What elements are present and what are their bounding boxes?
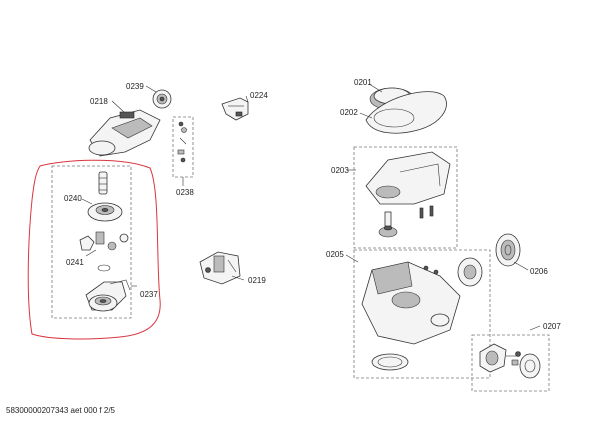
label-0219: 0219 [248,276,266,285]
part-0203-upper-housing[interactable] [365,151,451,219]
label-0202: 0202 [340,108,358,117]
leader-0202 [359,112,373,119]
label-0205: 0205 [326,250,344,259]
label-0237: 0237 [140,290,158,299]
group-0203-box [353,146,458,249]
part-0203-gear[interactable] [378,211,398,238]
part-0241-components[interactable] [79,231,129,272]
leader-0207 [529,325,541,331]
part-0205-ring[interactable] [371,353,409,371]
leader-0240 [81,198,93,205]
part-0238-fasteners[interactable] [177,121,187,163]
label-0238: 0238 [176,188,194,197]
part-0224-bracket[interactable] [221,97,249,121]
label-0203: 0203 [331,166,349,175]
group-0205-box [353,249,491,379]
leader-0239 [145,85,157,93]
document-footer: 58300000207343 aet 000 f 2/5 [6,406,116,415]
part-0239-knob[interactable] [152,89,172,109]
part-0237-base[interactable] [85,279,131,312]
part-0205-bushing[interactable] [457,257,483,287]
part-0206-ring[interactable] [495,233,521,267]
part-0202-cover[interactable] [365,91,447,134]
part-0240-gear[interactable] [87,202,123,222]
label-0241: 0241 [66,258,84,267]
label-0201: 0201 [354,78,372,87]
leader-0224 [245,95,249,103]
leader-0219 [231,275,245,281]
group-0237-box [51,165,132,319]
label-0207: 0207 [543,322,561,331]
leader-0206 [513,261,529,271]
part-0219-switch[interactable] [199,251,241,285]
part-0240-shaft[interactable] [98,171,108,195]
part-0205-lower-housing[interactable] [361,261,461,345]
group-0207-box [471,334,550,392]
leader-0205 [345,254,359,263]
leader-0201 [368,83,383,93]
label-0218: 0218 [90,97,108,106]
part-0218-housing[interactable] [88,109,161,157]
part-0207-drive-assembly[interactable] [479,343,541,379]
label-0206: 0206 [530,267,548,276]
label-0239: 0239 [126,82,144,91]
highlight-outline [27,159,161,340]
leader-0241 [85,249,97,257]
leader-0218 [111,100,125,113]
label-0240: 0240 [64,194,82,203]
label-0224: 0224 [250,91,268,100]
group-0238-box [172,116,194,178]
